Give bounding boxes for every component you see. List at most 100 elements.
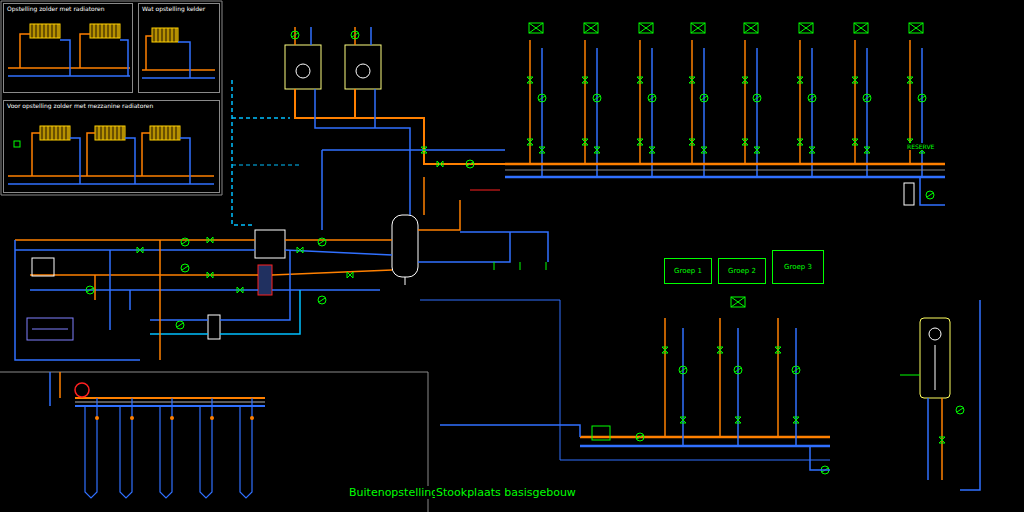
pump-symbol: [291, 31, 299, 39]
expansion-vessel: [904, 183, 914, 205]
pipe: [354, 27, 356, 45]
panel-heading: Opstelling zolder met radiatoren: [7, 6, 129, 13]
pump-symbol: [319, 298, 325, 302]
valve-symbol: [207, 237, 213, 243]
pump-symbol: [957, 408, 963, 412]
highlight-circle: [75, 383, 89, 397]
pump-symbol: [351, 31, 359, 39]
pipe: [321, 150, 323, 230]
pump-symbol: [181, 264, 189, 272]
fan-symbol: [639, 23, 653, 33]
radiator-symbol: [172, 28, 173, 42]
radiator-symbol: [115, 126, 116, 140]
pipe: [120, 40, 128, 76]
valve-symbol: [775, 347, 781, 353]
pipe: [85, 398, 97, 498]
fan-symbol: [584, 23, 598, 33]
pump-symbol: [700, 94, 708, 102]
pipe: [15, 240, 140, 360]
radiator-symbol: [178, 126, 179, 140]
group-label: Groep 2: [728, 267, 756, 275]
pipe: [505, 176, 945, 179]
pipe: [94, 275, 96, 300]
pump-symbol: [352, 33, 358, 37]
valve-symbol: [907, 77, 913, 83]
fan-symbol: [909, 23, 923, 33]
pipe: [8, 67, 130, 69]
detail-panel: Wat opstelling kelder: [138, 3, 220, 93]
pipe: [920, 177, 945, 205]
pump-symbol: [863, 94, 871, 102]
radiator-symbol: [34, 24, 35, 38]
pump-symbol: [956, 406, 964, 414]
radiator-symbol: [119, 126, 120, 140]
burner-symbol: [929, 328, 941, 340]
group-label: Groep 1: [674, 267, 702, 275]
fan-symbol: [731, 297, 745, 307]
radiator-symbol: [118, 24, 119, 38]
valve-symbol: [95, 416, 99, 420]
valve-symbol: [793, 417, 799, 423]
radiator-symbol: [123, 126, 124, 140]
tag-label: RESERVE: [906, 143, 935, 150]
valve-symbol: [437, 161, 443, 167]
radiator-symbol: [164, 28, 165, 42]
radiator-symbol: [46, 24, 47, 38]
fan-symbol: [639, 23, 653, 33]
pipe: [142, 133, 150, 176]
boiler-symbol: [345, 45, 381, 89]
pipe: [70, 138, 80, 184]
fan-symbol: [799, 23, 813, 33]
valve-symbol: [582, 139, 588, 145]
valve-symbol: [689, 139, 695, 145]
pipe: [150, 333, 208, 335]
valve-symbol: [662, 347, 668, 353]
valve-symbol: [207, 272, 213, 278]
pump-symbol: [918, 94, 926, 102]
pipe: [719, 318, 721, 437]
valve-symbol: [637, 139, 643, 145]
fan-symbol: [731, 297, 745, 307]
pipe: [651, 48, 653, 177]
radiator-symbol: [111, 126, 112, 140]
valve-symbol: [735, 417, 741, 423]
pump-symbol: [809, 96, 815, 100]
pipe: [756, 48, 758, 177]
pump-symbol: [538, 94, 546, 102]
pipe: [75, 405, 265, 407]
fan-symbol: [691, 23, 705, 33]
valve-symbol: [347, 272, 353, 278]
pump-symbol: [649, 96, 655, 100]
pipe: [374, 89, 376, 128]
pipe: [440, 425, 580, 437]
region-border: [1, 1, 222, 195]
pipe: [178, 42, 190, 78]
pipe: [580, 445, 830, 448]
radiator-symbol: [103, 126, 104, 140]
section-caption: Buitenopstelling: [348, 486, 439, 499]
pump-symbol: [177, 323, 183, 327]
pump-symbol: [594, 96, 600, 100]
panel-heading: Wat opstelling kelder: [142, 6, 216, 13]
radiator-symbol: [170, 126, 171, 140]
pump-symbol: [182, 266, 188, 270]
pipe: [580, 436, 830, 439]
pump-symbol: [808, 94, 816, 102]
pipe: [8, 175, 214, 177]
radiator-symbol: [158, 126, 159, 140]
pipe: [682, 328, 684, 446]
radiator-symbol: [150, 126, 180, 140]
fan-symbol: [854, 23, 868, 33]
pipe: [8, 75, 130, 77]
pipe: [32, 133, 40, 176]
pipe: [285, 239, 392, 241]
radiator-symbol: [107, 126, 108, 140]
pipe: [142, 77, 215, 79]
valve-symbol: [701, 147, 707, 153]
radiator-symbol: [95, 126, 125, 140]
radiator-symbol: [54, 24, 55, 38]
valve-symbol: [582, 77, 588, 83]
pipe: [49, 372, 51, 406]
radiator-symbol: [58, 24, 59, 38]
valve-symbol: [137, 247, 143, 253]
